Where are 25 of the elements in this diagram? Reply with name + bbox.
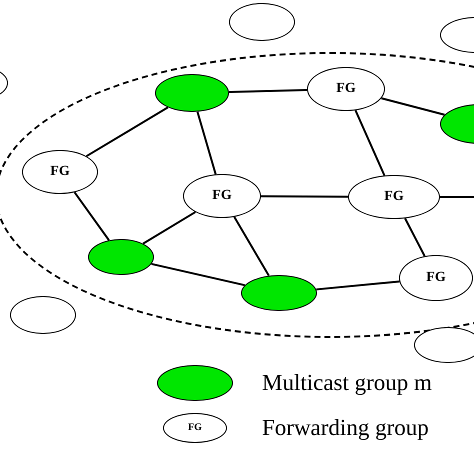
link-line bbox=[86, 106, 168, 158]
node-label: FG bbox=[212, 189, 232, 203]
member-node bbox=[241, 275, 317, 311]
legend-text: Forwarding group bbox=[262, 416, 429, 439]
link-line bbox=[440, 196, 474, 198]
link-line bbox=[261, 195, 348, 198]
link-line bbox=[196, 112, 217, 175]
link-line bbox=[404, 218, 426, 257]
link-line bbox=[228, 89, 308, 94]
node-label: FG bbox=[426, 271, 446, 285]
link-line bbox=[151, 262, 245, 286]
forwarding-node bbox=[307, 67, 385, 111]
link-line bbox=[74, 192, 110, 241]
link-line bbox=[142, 211, 196, 244]
legend-text: Multicast group m bbox=[262, 371, 432, 394]
node-label: FG bbox=[50, 165, 70, 179]
link-line bbox=[354, 110, 386, 176]
node-label: FG bbox=[336, 82, 356, 96]
link-line bbox=[233, 216, 270, 276]
legend-sample-label: FG bbox=[188, 423, 202, 433]
member-node bbox=[88, 239, 154, 275]
node-label: FG bbox=[384, 190, 404, 204]
link-line bbox=[316, 280, 400, 290]
link-line bbox=[381, 97, 445, 116]
node-ellipse bbox=[414, 327, 474, 363]
